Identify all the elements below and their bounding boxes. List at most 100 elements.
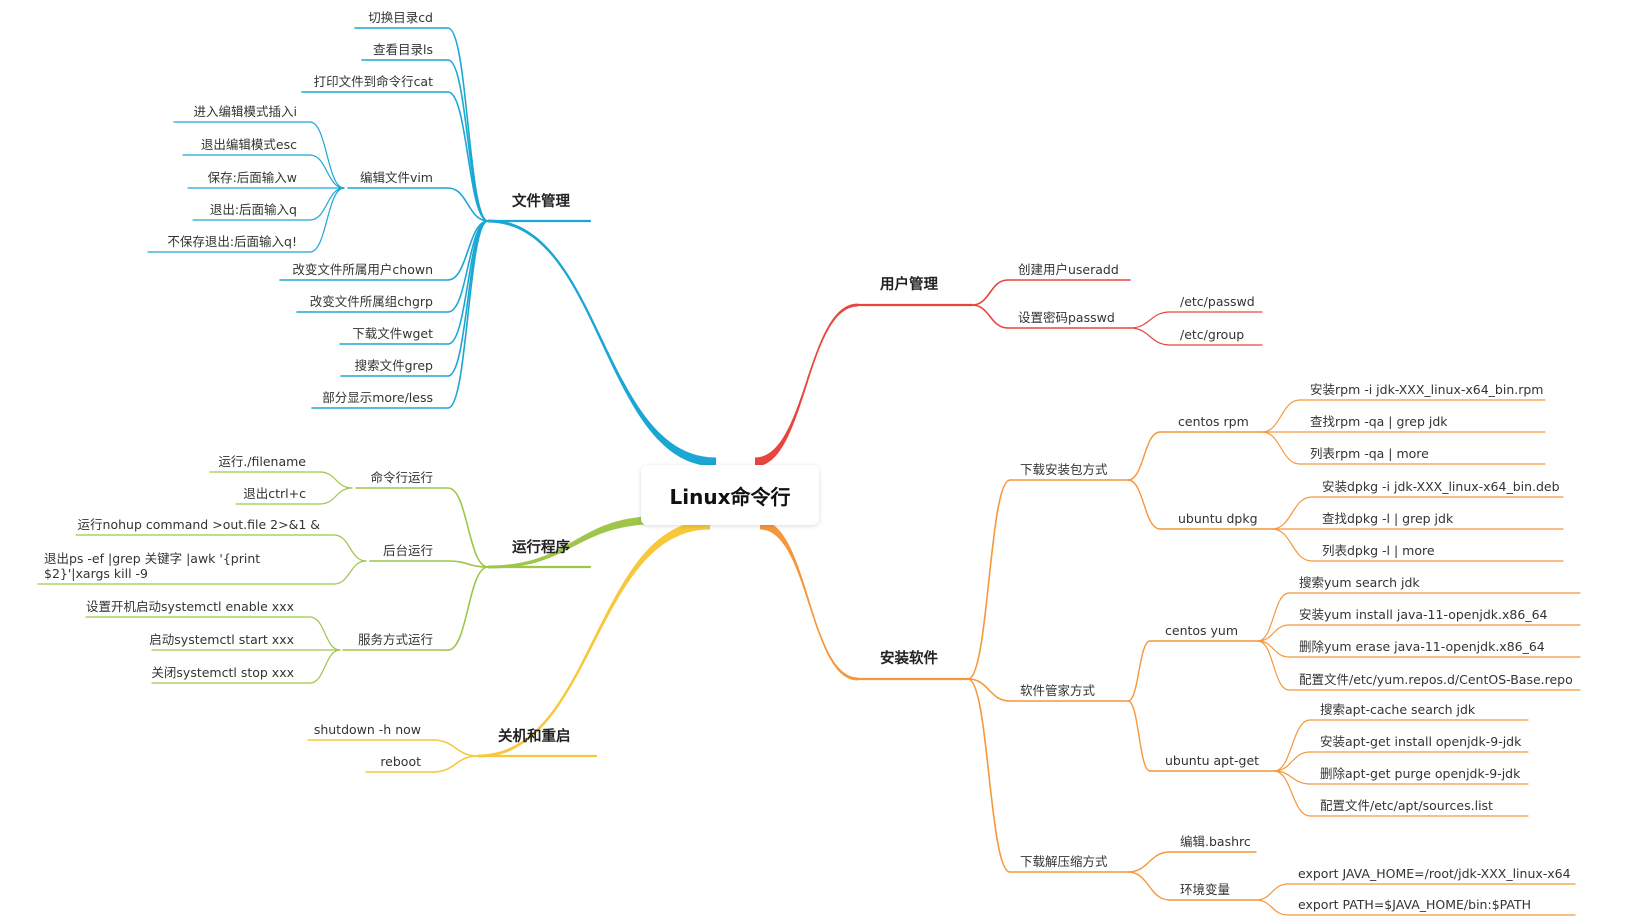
install-archive-connector: [967, 678, 1011, 873]
branch-install-stroke: [760, 520, 858, 681]
run-service-item-1[interactable]: 启动systemctl start xxx: [149, 632, 294, 647]
install-dpkg-item-2[interactable]: 列表dpkg -l | more: [1322, 543, 1435, 558]
branch-shutdown-label[interactable]: 关机和重启: [498, 729, 571, 745]
file-item-0[interactable]: 切换目录cd: [368, 10, 433, 25]
vim-item-1[interactable]: 退出编辑模式esc: [200, 137, 297, 152]
install-dpkg-item-1[interactable]: 查找dpkg -l | grep jdk: [1322, 511, 1454, 526]
install-rpm-item-0-connector: [1261, 399, 1301, 433]
install-manager[interactable]: 软件管家方式: [1020, 683, 1096, 698]
user-useradd[interactable]: 创建用户useradd: [1018, 262, 1119, 277]
run-cmdline[interactable]: 命令行运行: [370, 470, 433, 485]
vim-item-2[interactable]: 保存:后面输入w: [207, 170, 297, 185]
install-rpm-item-0[interactable]: 安装rpm -i jdk-XXX_linux-x64_bin.rpm: [1310, 382, 1544, 397]
install-rpm-connector: [1127, 431, 1161, 481]
install-yum[interactable]: centos yum: [1165, 623, 1239, 638]
run-background-item-1-connector: [333, 560, 367, 585]
install-yum-item-1[interactable]: 安装yum install java-11-openjdk.x86_64: [1299, 607, 1548, 622]
file-item-6-connector: [447, 220, 489, 345]
shutdown-item-1-connector: [432, 755, 479, 773]
run-background-item-1[interactable]: 退出ps -ef |grep 关键字 |awk '{print $2}'|xar…: [44, 551, 261, 581]
install-package-connector: [967, 479, 1011, 680]
install-apt-item-3-connector: [1273, 770, 1311, 817]
install-apt-item-2[interactable]: 删除apt-get purge openjdk-9-jdk: [1320, 766, 1521, 781]
install-dpkg-item-2-connector: [1271, 528, 1313, 562]
user-passwd-item-1[interactable]: /etc/group: [1180, 327, 1245, 342]
file-item-7[interactable]: 搜索文件grep: [354, 358, 433, 373]
install-rpm[interactable]: centos rpm: [1178, 414, 1249, 429]
run-service-item-0[interactable]: 设置开机启动systemctl enable xxx: [86, 599, 294, 614]
user-useradd-connector: [971, 279, 1009, 306]
shutdown-item-0[interactable]: shutdown -h now: [313, 722, 421, 737]
install-yum-item-3[interactable]: 配置文件/etc/yum.repos.d/CentOS-Base.repo: [1299, 672, 1573, 687]
run-service-item-2[interactable]: 关闭systemctl stop xxx: [151, 665, 294, 680]
file-item-4-connector: [447, 220, 489, 281]
file-item-2[interactable]: 打印文件到命令行cat: [313, 74, 433, 89]
install-apt-item-1[interactable]: 安装apt-get install openjdk-9-jdk: [1320, 734, 1522, 749]
root-node[interactable]: Linux命令行: [641, 465, 819, 525]
file-item-7-connector: [447, 220, 489, 377]
install-dpkg-item-0[interactable]: 安装dpkg -i jdk-XXX_linux-x64_bin.deb: [1322, 479, 1560, 494]
branch-user-stroke: [755, 303, 858, 467]
vim-item-4[interactable]: 不保存退出:后面输入q!: [167, 234, 297, 249]
install-apt-item-0[interactable]: 搜索apt-cache search jdk: [1320, 702, 1476, 717]
run-cmdline-item-0[interactable]: 运行./filename: [218, 454, 306, 469]
run-service[interactable]: 服务方式运行: [357, 632, 433, 647]
run-cmdline-item-1[interactable]: 退出ctrl+c: [243, 486, 306, 501]
branch-user-label[interactable]: 用户管理: [880, 277, 938, 293]
shutdown-item-1[interactable]: reboot: [380, 754, 421, 769]
install-apt-connector: [1127, 700, 1151, 772]
user-passwd-item-0[interactable]: /etc/passwd: [1180, 294, 1255, 309]
install-dpkg-item-0-connector: [1271, 496, 1313, 530]
run-background-item-0[interactable]: 运行nohup command >out.file 2>&1 &: [77, 517, 320, 532]
install-bashrc[interactable]: 编辑.bashrc: [1180, 834, 1251, 849]
vim-item-0-connector: [309, 121, 345, 189]
file-item-3[interactable]: 编辑文件vim: [359, 170, 433, 185]
install-apt-item-0-connector: [1273, 719, 1311, 772]
run-background[interactable]: 后台运行: [382, 543, 433, 558]
branch-run-stroke: [488, 516, 660, 569]
install-manager-connector: [967, 678, 1011, 702]
branch-install-label[interactable]: 安装软件: [880, 651, 938, 667]
branch-file-label[interactable]: 文件管理: [512, 194, 570, 210]
install-yum-item-2[interactable]: 删除yum erase java-11-openjdk.x86_64: [1299, 639, 1545, 654]
user-passwd-connector: [971, 304, 1009, 329]
file-item-5[interactable]: 改变文件所属组chgrp: [309, 294, 433, 309]
run-background-item-0-connector: [333, 534, 367, 562]
vim-item-3-connector: [309, 187, 345, 221]
install-dpkg[interactable]: ubuntu dpkg: [1178, 511, 1258, 526]
file-item-8[interactable]: 部分显示more/less: [322, 390, 433, 405]
install-env[interactable]: 环境变量: [1180, 882, 1231, 897]
install-apt-item-3[interactable]: 配置文件/etc/apt/sources.list: [1320, 798, 1493, 813]
vim-item-1-connector: [309, 154, 345, 189]
install-yum-item-1-connector: [1257, 624, 1290, 642]
file-item-1[interactable]: 查看目录ls: [373, 42, 433, 57]
vim-item-3[interactable]: 退出:后面输入q: [209, 202, 297, 217]
file-item-1-connector: [447, 59, 489, 222]
install-env-item-0-connector: [1255, 883, 1289, 901]
install-apt-item-1-connector: [1273, 751, 1311, 772]
file-item-6[interactable]: 下载文件wget: [352, 326, 433, 341]
user-passwd-item-1-connector: [1129, 327, 1171, 346]
user-passwd[interactable]: 设置密码passwd: [1018, 310, 1115, 325]
branch-shutdown-stroke: [478, 520, 710, 758]
install-env-item-1[interactable]: export PATH=$JAVA_HOME/bin:$PATH: [1298, 897, 1531, 912]
root-node-label: Linux命令行: [669, 484, 791, 509]
vim-item-0[interactable]: 进入编辑模式插入i: [193, 104, 297, 119]
branch-run-label[interactable]: 运行程序: [512, 540, 570, 556]
install-yum-item-0[interactable]: 搜索yum search jdk: [1299, 575, 1420, 590]
install-yum-connector: [1127, 640, 1151, 702]
install-env-item-0[interactable]: export JAVA_HOME=/root/jdk-XXX_linux-x64: [1298, 866, 1571, 881]
install-rpm-item-2[interactable]: 列表rpm -qa | more: [1310, 446, 1429, 461]
run-service-connector: [447, 566, 489, 651]
file-item-3-connector: [447, 187, 489, 222]
file-item-4[interactable]: 改变文件所属用户chown: [292, 262, 433, 277]
file-item-2-connector: [447, 91, 489, 222]
install-apt[interactable]: ubuntu apt-get: [1165, 753, 1260, 768]
install-dpkg-connector: [1127, 479, 1161, 530]
install-rpm-item-1[interactable]: 查找rpm -qa | grep jdk: [1310, 414, 1448, 429]
install-package[interactable]: 下载安装包方式: [1020, 462, 1108, 477]
install-yum-item-0-connector: [1257, 592, 1290, 642]
install-archive[interactable]: 下载解压缩方式: [1020, 854, 1108, 869]
